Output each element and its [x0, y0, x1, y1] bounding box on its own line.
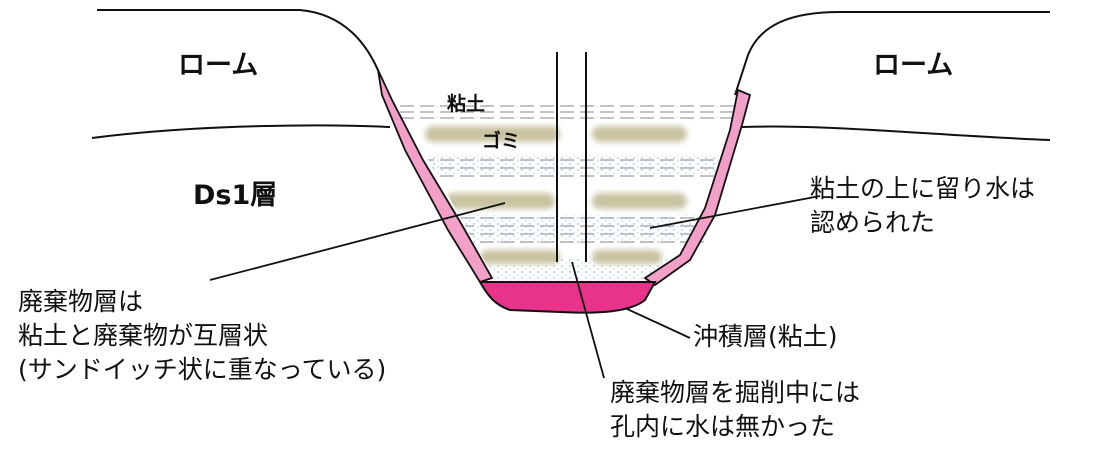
perched-water-line-1: 粘土の上に留り水は: [810, 174, 1036, 203]
leader-perched-water: [649, 195, 821, 229]
loam-boundary-right: [741, 125, 1051, 141]
alluvial-label: 沖積層(粘土): [693, 322, 838, 351]
loam-left-label: ローム: [178, 50, 259, 81]
leader-waste-layer: [209, 202, 506, 281]
perched-water-label: 粘土の上に留り水は 認められた: [810, 172, 1035, 240]
liner-right: [643, 88, 752, 287]
waste-layer-line-2: 粘土と廃棄物が互層状: [18, 320, 269, 350]
waste-layer-line-3: (サンドイッチ状に重なっている): [18, 354, 387, 384]
no-water-line-2: 孔内に水は無かった: [610, 411, 836, 441]
leader-no-water: [571, 261, 605, 379]
perched-water-line-2: 認められた: [810, 207, 936, 237]
ds1-layer-label: Ds1層: [193, 180, 278, 211]
clay-top-label: 粘土: [447, 93, 486, 115]
garbage-label: ゴミ: [482, 130, 521, 152]
alluvial-base: [478, 281, 657, 314]
loam-right-label: ローム: [873, 50, 954, 81]
ground-surface-right: [734, 11, 1050, 96]
no-water-label: 廃棄物層を掘削中には 孔内に水は無かった: [610, 376, 860, 444]
leader-alluvial: [624, 307, 691, 339]
loam-boundary-left: [91, 124, 391, 139]
waste-layer-label: 廃棄物層は 粘土と廃棄物が互層状 (サンドイッチ状に重なっている): [18, 285, 386, 386]
waste-layer-line-1: 廃棄物層は: [18, 287, 144, 316]
liner-left: [377, 69, 494, 284]
no-water-line-1: 廃棄物層を掘削中には: [610, 378, 861, 407]
